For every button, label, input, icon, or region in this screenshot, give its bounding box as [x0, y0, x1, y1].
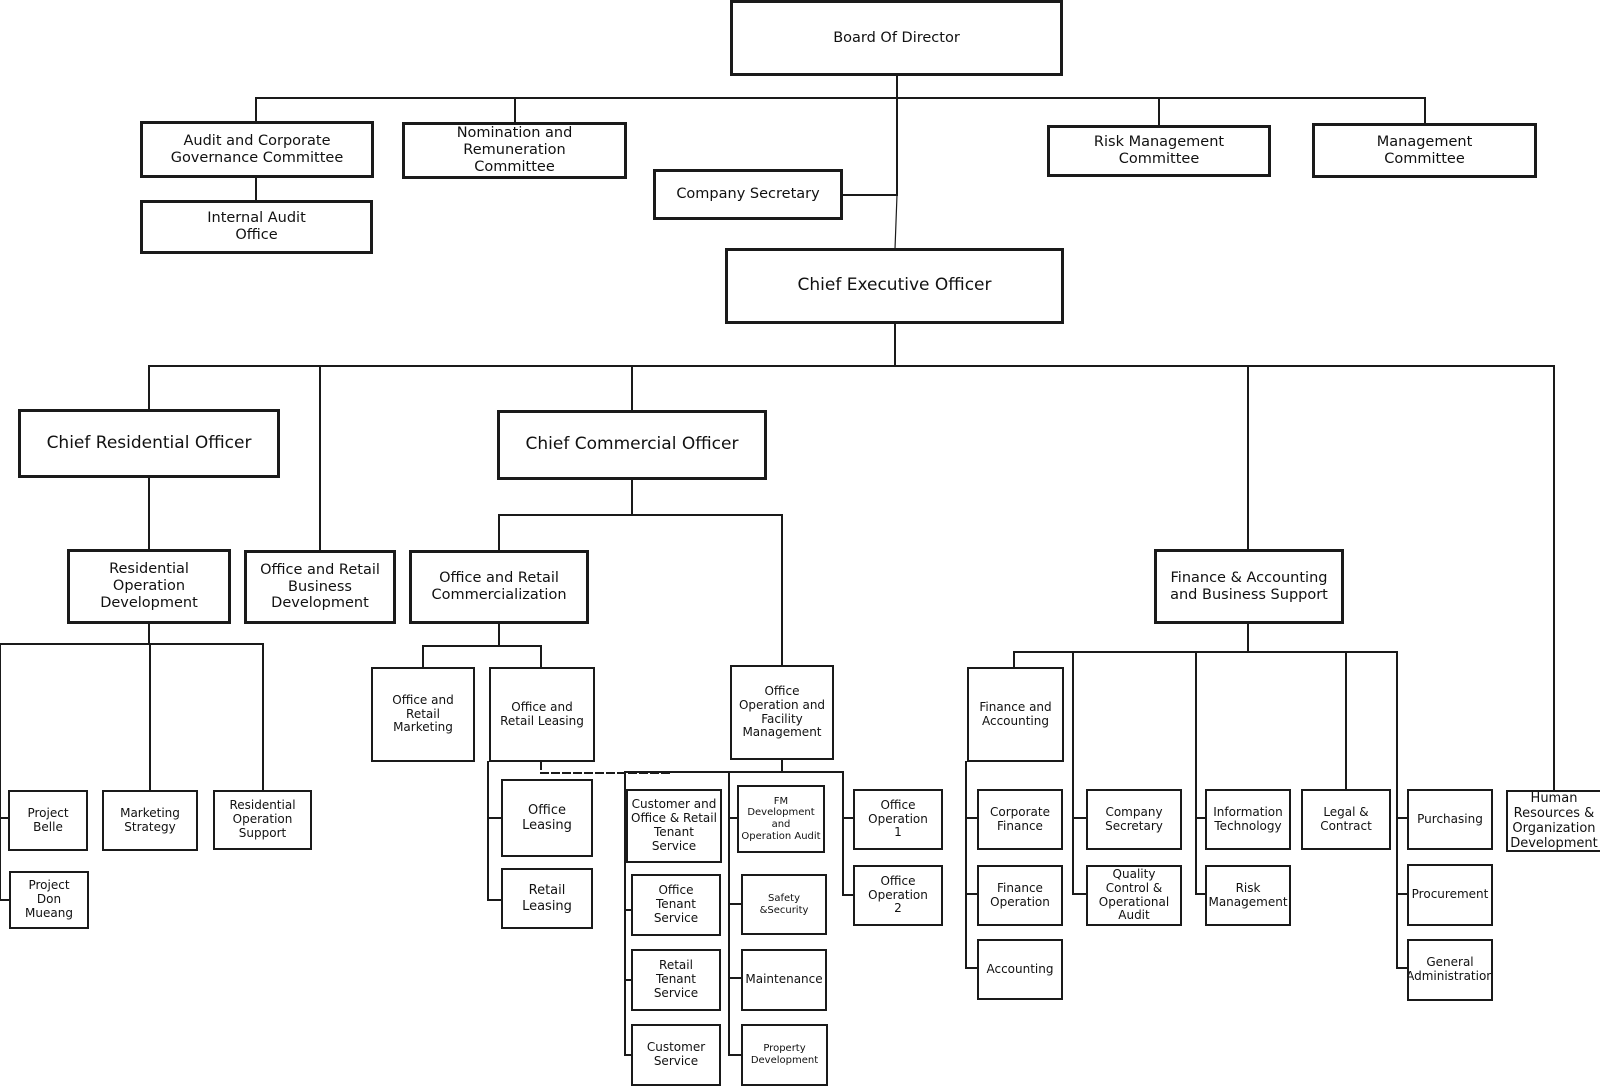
nomination-committee-box: Nomination and Remuneration Committee [402, 122, 627, 179]
office-retail-leasing-box: Office and Retail Leasing [489, 667, 595, 762]
connector [1072, 651, 1088, 895]
ceo-box: Chief Executive Officer [725, 248, 1064, 324]
management-committee-box: Management Committee [1312, 123, 1537, 178]
office-retail-commercialization-box: Office and Retail Commercialization [409, 550, 589, 624]
connector [728, 771, 743, 1056]
quality-control-operational-audit-box: Quality Control & Operational Audit [1086, 865, 1182, 926]
connector [965, 761, 979, 969]
information-technology-box: Information Technology [1205, 789, 1291, 850]
connector [842, 771, 855, 896]
hr-organization-development-box: Human Resources & Organization Developme… [1506, 790, 1600, 852]
audit-committee-box: Audit and Corporate Governance Committee [140, 121, 374, 178]
office-operation-1-box: Office Operation 1 [853, 789, 943, 850]
connector [842, 97, 898, 196]
project-belle-box: Project Belle [8, 790, 88, 851]
company-secretary-box: Company Secretary [653, 169, 843, 220]
connector [1195, 651, 1207, 895]
finance-operation-box: Finance Operation [977, 865, 1063, 926]
finance-accounting-box: Finance and Accounting [967, 667, 1064, 762]
customer-service-box: Customer Service [631, 1024, 721, 1086]
connector [894, 194, 898, 250]
corporate-finance-box: Corporate Finance [977, 789, 1063, 850]
connector [1396, 651, 1409, 969]
risk-management-box: Risk Management [1205, 865, 1291, 926]
retail-tenant-service-box: Retail Tenant Service [631, 949, 721, 1011]
fm-development-operation-audit-box: FM Development and Operation Audit [737, 785, 825, 853]
legal-contract-box: Legal & Contract [1301, 789, 1391, 850]
maintenance-box: Maintenance [741, 949, 827, 1011]
procurement-box: Procurement [1407, 864, 1493, 926]
office-retail-business-development-box: Office and Retail Business Development [244, 550, 396, 624]
general-administration-box: General Administration [1407, 939, 1493, 1001]
board-of-director-box: Board Of Director [730, 0, 1063, 76]
risk-committee-box: Risk Management Committee [1047, 125, 1271, 177]
office-retail-marketing-box: Office and Retail Marketing [371, 667, 475, 762]
accounting-box: Accounting [977, 939, 1063, 1000]
connector [487, 761, 503, 901]
office-operation-facility-management-box: Office Operation and Facility Management [730, 665, 834, 760]
internal-audit-box: Internal Audit Office [140, 200, 373, 254]
finance-business-support-box: Finance & Accounting and Business Suppor… [1154, 549, 1344, 624]
project-don-mueang-box: Project Don Mueang [9, 871, 89, 929]
chief-commercial-officer-box: Chief Commercial Officer [497, 410, 767, 480]
residential-operation-development-box: Residential Operation Development [67, 549, 231, 624]
retail-leasing-box: Retail Leasing [501, 868, 593, 929]
connector [0, 643, 11, 901]
marketing-strategy-box: Marketing Strategy [102, 790, 198, 851]
safety-security-box: Safety &Security [741, 874, 827, 935]
customer-tenant-service-box: Customer and Office & Retail Tenant Serv… [626, 789, 722, 863]
office-leasing-box: Office Leasing [501, 779, 593, 857]
property-development-box: Property Development [741, 1024, 828, 1086]
chief-residential-officer-box: Chief Residential Officer [18, 409, 280, 478]
purchasing-box: Purchasing [1407, 789, 1493, 850]
residential-operation-support-box: Residential Operation Support [213, 790, 312, 850]
connector [624, 771, 633, 1056]
office-operation-2-box: Office Operation 2 [853, 865, 943, 926]
office-tenant-service-box: Office Tenant Service [631, 874, 721, 936]
company-secretary-unit-box: Company Secretary [1086, 789, 1182, 850]
